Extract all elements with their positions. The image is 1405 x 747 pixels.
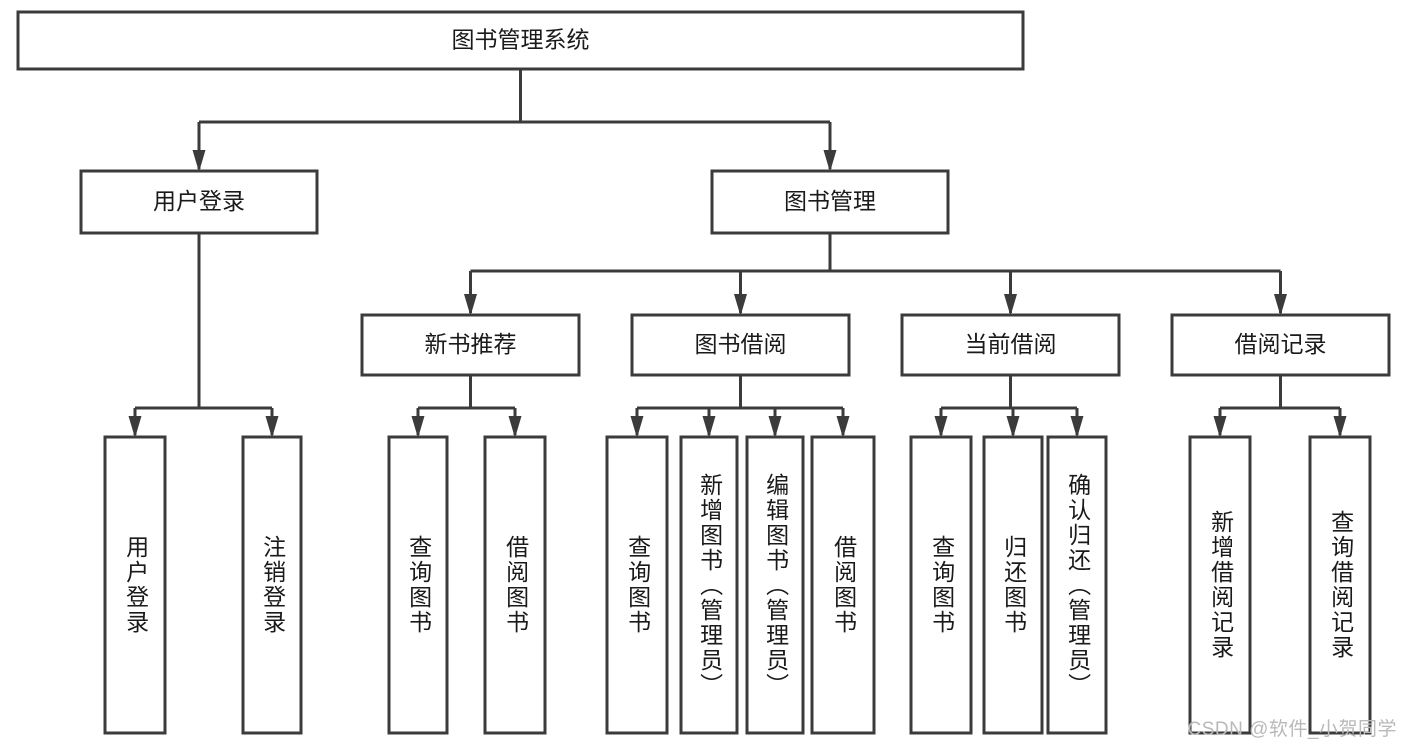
arrow-head-icon	[1006, 416, 1020, 438]
level3-node-box-0[interactable]	[360, 313, 581, 377]
arrow-head-icon	[823, 150, 837, 172]
connectors-layer	[128, 69, 1347, 438]
level3-node-box-3[interactable]	[1170, 313, 1391, 377]
leaf-node-box-1[interactable]	[241, 435, 303, 735]
root-node-label: 图书管理系统	[452, 27, 590, 53]
leaf-node-box-11[interactable]	[1188, 435, 1252, 735]
arrow-head-icon	[128, 416, 142, 438]
arrow-head-icon	[192, 150, 206, 172]
arrow-head-icon	[1213, 416, 1227, 438]
leaf-node-box-10[interactable]	[1046, 435, 1108, 735]
arrow-head-icon	[265, 416, 279, 438]
arrow-head-icon	[411, 416, 425, 438]
leaf-node-box-4[interactable]	[605, 435, 669, 735]
level3-node-label-0: 新书推荐	[425, 331, 517, 357]
level3-node-label-1: 图书借阅	[695, 331, 787, 357]
arrow-head-icon	[630, 416, 644, 438]
arrow-head-icon	[768, 416, 782, 438]
arrow-head-icon	[734, 294, 747, 316]
level3-node-box-2[interactable]	[900, 313, 1121, 377]
level2-node-label-0: 用户登录	[153, 188, 245, 214]
leaf-node-box-9[interactable]	[982, 435, 1044, 735]
leaf-node-box-6[interactable]	[745, 435, 805, 735]
arrow-head-icon	[1274, 294, 1287, 316]
leaf-node-box-2[interactable]	[387, 435, 449, 735]
level2-node-box-1[interactable]	[710, 169, 950, 235]
arrow-head-icon	[1333, 416, 1347, 438]
leaf-node-box-5[interactable]	[679, 435, 739, 735]
leaf-node-box-0[interactable]	[103, 435, 167, 735]
leaf-node-box-8[interactable]	[909, 435, 973, 735]
root-node-box[interactable]	[16, 10, 1025, 71]
arrow-head-icon	[836, 416, 850, 438]
arrow-head-icon	[702, 416, 716, 438]
level3-node-label-2: 当前借阅	[965, 331, 1057, 357]
leaf-node-box-12[interactable]	[1308, 435, 1372, 735]
arrow-head-icon	[934, 416, 948, 438]
level3-node-box-1[interactable]	[630, 313, 851, 377]
level2-node-box-0[interactable]	[79, 169, 319, 235]
leaf-node-box-7[interactable]	[810, 435, 876, 735]
leaf-node-box-3[interactable]	[483, 435, 547, 735]
level2-node-label-1: 图书管理	[784, 188, 876, 214]
arrow-head-icon	[464, 294, 477, 316]
level3-node-label-3: 借阅记录	[1235, 331, 1327, 357]
arrow-head-icon	[1004, 294, 1017, 316]
arrow-head-icon	[508, 416, 522, 438]
watermark-text: CSDN @软件_小贺同学	[1187, 719, 1397, 740]
arrow-head-icon	[1070, 416, 1084, 438]
node-boxes-layer	[16, 10, 1391, 735]
